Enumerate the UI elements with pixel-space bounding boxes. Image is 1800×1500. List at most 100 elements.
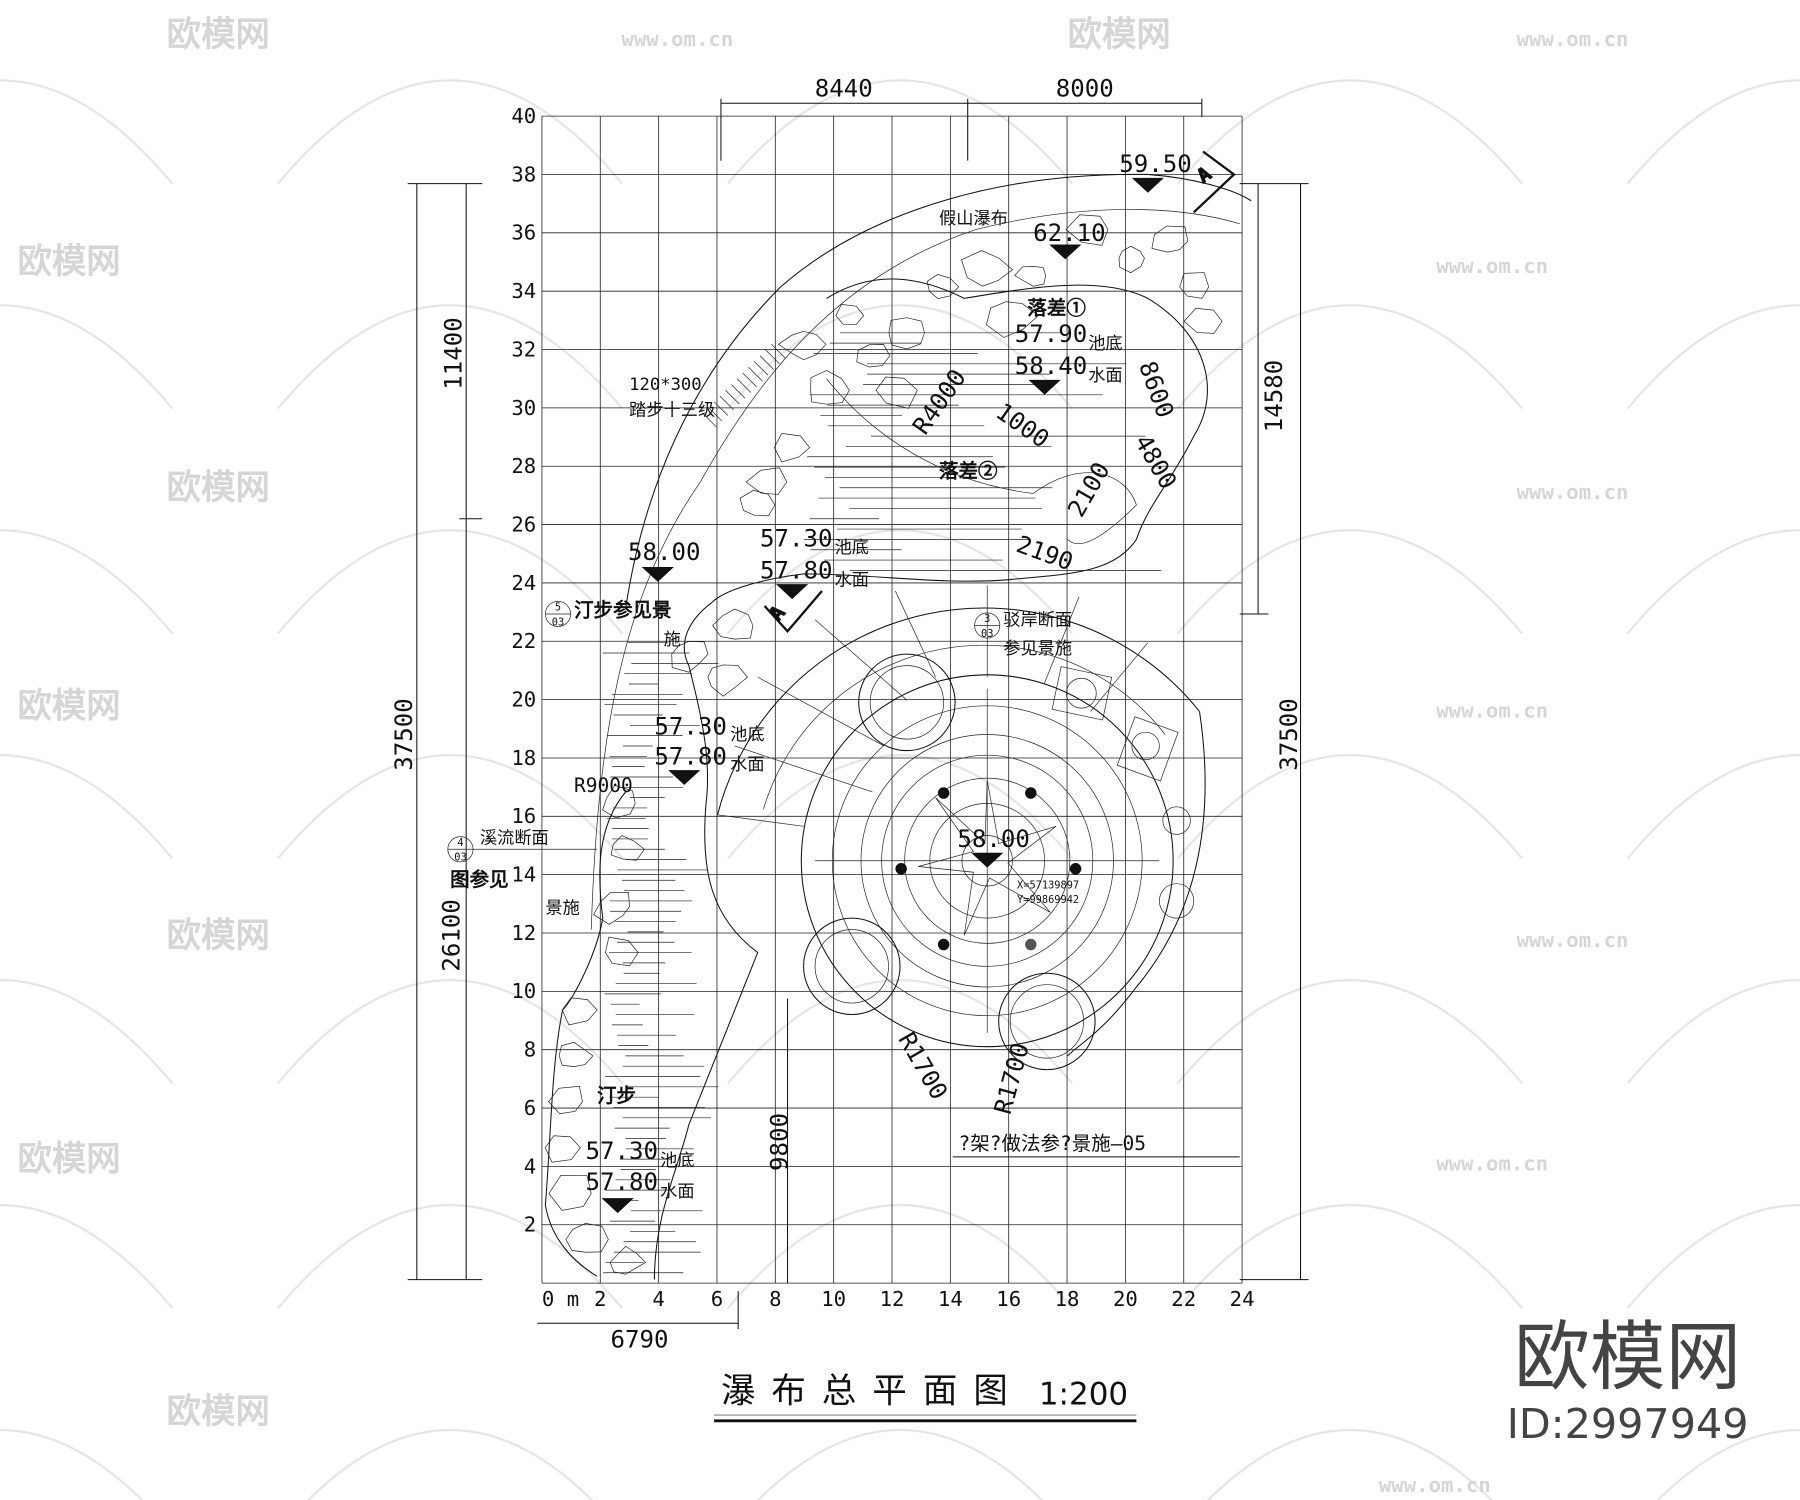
dim-37500-right: 37500 xyxy=(1275,698,1303,771)
watermark-arc xyxy=(756,1428,1044,1500)
y-tick-label: 32 xyxy=(511,337,536,361)
step-tread xyxy=(725,389,740,405)
dimension-lines xyxy=(407,98,1309,1329)
rock-stone xyxy=(548,1085,583,1115)
dim-37500-left: 37500 xyxy=(390,698,418,771)
y-tick-label: 38 xyxy=(511,162,536,186)
step-tread xyxy=(708,407,723,422)
elevation-5800-center: 58.00 xyxy=(957,825,1030,853)
step-tread xyxy=(771,344,786,359)
y-tick-label: 28 xyxy=(511,454,536,478)
watermark-arc xyxy=(0,978,174,1085)
coordinate-grid xyxy=(541,115,1243,1284)
watermark-arc xyxy=(726,304,1074,410)
y-tick-label: 36 xyxy=(511,221,536,245)
watermark-arc xyxy=(726,754,1074,860)
circular-plaza xyxy=(717,585,1206,1071)
rock-stone xyxy=(712,608,754,640)
step-tread xyxy=(713,401,729,416)
x-tick-label: 2 xyxy=(594,1287,606,1311)
ref-3-number: 3 xyxy=(984,613,990,625)
dimension-labels: 8440 8000 37500 11400 26100 14580 37500 … xyxy=(390,74,1303,1353)
rock-stone xyxy=(961,250,1014,287)
rock-stone xyxy=(835,303,865,325)
rock-stone xyxy=(558,1041,594,1067)
radius-1700-a: R1700 xyxy=(893,1028,954,1105)
rock-stone xyxy=(1183,307,1223,334)
elevation-5780-c: 57.80 xyxy=(586,1168,659,1196)
rockery-waterfall-label: 假山瀑布 xyxy=(939,209,1008,229)
watermark-id: ID:2997949 xyxy=(1507,1400,1749,1448)
elevation-markers xyxy=(601,177,1164,1214)
watermark-arc xyxy=(1206,1428,1494,1500)
x-tick-label: 10 xyxy=(821,1287,846,1311)
stream-right-edge xyxy=(653,665,759,1280)
step-tread xyxy=(719,395,734,410)
x-tick-label: 24 xyxy=(1230,1287,1255,1311)
tree-pits xyxy=(803,653,1195,1071)
rock-stone xyxy=(544,1135,581,1163)
pond-inner-edge xyxy=(826,378,1137,544)
stream-section-label: 溪流断面 xyxy=(480,829,549,849)
rock-stone xyxy=(1151,225,1189,253)
step-tread xyxy=(748,367,763,382)
rock-stone xyxy=(610,835,645,861)
elevation-6210: 62.10 xyxy=(1033,219,1106,247)
stepping-stone-ref-2: 施 xyxy=(664,630,681,650)
y-tick-label: 10 xyxy=(511,979,536,1003)
upper-pond-outline xyxy=(683,278,1208,666)
elevation-5840: 58.40 xyxy=(1015,352,1088,380)
coordinate-x: X=57139897 xyxy=(1017,879,1079,891)
watermark-arc xyxy=(306,1428,594,1500)
rock-stone xyxy=(777,330,827,361)
watermark-arc xyxy=(1626,1203,1800,1310)
y-tick-label: 22 xyxy=(511,629,536,653)
step-tread xyxy=(731,384,746,399)
rock-stone xyxy=(745,467,788,495)
y-tick-label: 24 xyxy=(511,571,536,595)
x-tick-label: 18 xyxy=(1055,1287,1080,1311)
watermark-url-faint: www.om.cn xyxy=(1379,1473,1491,1497)
stepping-stone-label: 汀步 xyxy=(597,1084,636,1107)
ref-4-sheet: 03 xyxy=(454,852,466,864)
dim-9800: 9800 xyxy=(766,1113,794,1171)
elevation-5730-a: 57.30 xyxy=(760,524,833,552)
rock-stone xyxy=(1118,245,1145,274)
y-tick-label: 2 xyxy=(524,1213,536,1237)
watermark-arc xyxy=(1626,79,1800,185)
rock-stone xyxy=(602,785,636,819)
outer-path-boundary xyxy=(625,173,1252,609)
watermark-url-faint: www.om.cn xyxy=(1517,27,1629,51)
stream-ref-label-2: 景施 xyxy=(545,899,579,919)
step-tread xyxy=(759,355,775,370)
watermark-arc xyxy=(1626,754,1800,860)
y-tick-label: 40 xyxy=(511,104,536,128)
detail-reference-bubbles xyxy=(447,601,1001,863)
rock-stone xyxy=(565,1223,609,1253)
watermark-logo-faint: 欧模网 xyxy=(17,1140,120,1180)
rock-stone xyxy=(739,489,776,517)
rock-stone xyxy=(888,317,925,350)
annotations: 59.50 假山瀑布 62.10 落差① 57.90 池底 58.40 水面 8… xyxy=(450,150,1192,1202)
step-size-label: 120*300 xyxy=(629,375,702,395)
watermark-arc xyxy=(0,1203,174,1310)
radius-9000: R9000 xyxy=(574,774,633,797)
x-tick-label: 14 xyxy=(938,1287,963,1311)
x-tick-label: 12 xyxy=(880,1287,905,1311)
dim-11400: 11400 xyxy=(440,317,468,390)
revetment-ref-label: 参见景施 xyxy=(1003,639,1072,659)
y-tick-label: 12 xyxy=(511,921,536,945)
y-tick-label: 30 xyxy=(511,396,536,420)
ref-5-number: 5 xyxy=(555,602,561,614)
step-tread xyxy=(754,361,769,376)
y-tick-label: 20 xyxy=(511,688,536,712)
water-hatching xyxy=(602,332,1162,1274)
y-tick-label: 6 xyxy=(524,1096,536,1120)
rock-stone xyxy=(1065,214,1109,246)
watermark-arc xyxy=(1176,79,1523,185)
pool-bottom-label-c: 池底 xyxy=(660,1151,694,1171)
rock-stone xyxy=(856,344,891,368)
plaza-spokes xyxy=(717,585,1149,827)
x-tick-label: 20 xyxy=(1113,1287,1138,1311)
